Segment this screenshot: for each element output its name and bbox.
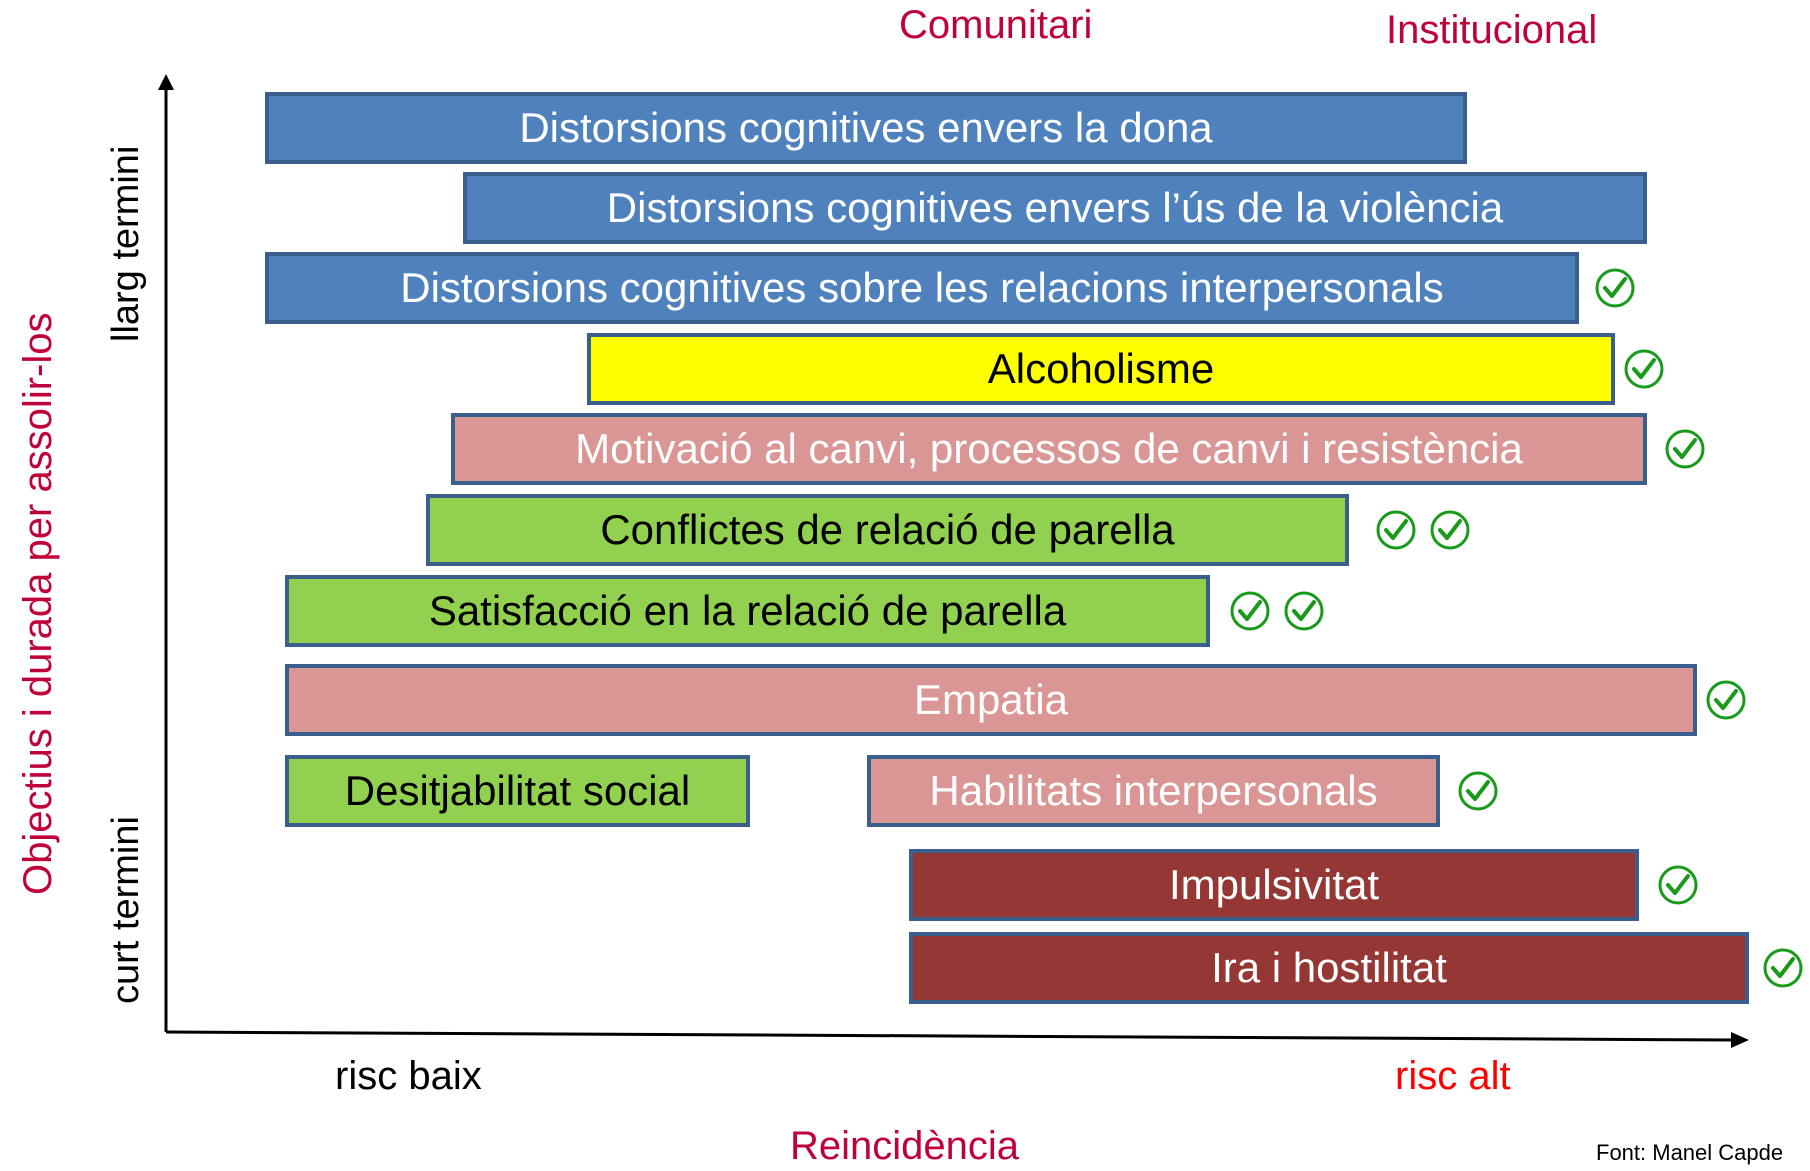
- bar-label: Distorsions cognitives envers l’ús de la…: [606, 184, 1504, 231]
- check-circle-icon: [1624, 349, 1664, 389]
- bar-label: Desitjabilitat social: [344, 767, 691, 814]
- y-axis-top-label: llarg termini: [105, 145, 147, 342]
- bar-4: Alcoholisme: [587, 333, 1615, 405]
- bar-label: Alcoholisme: [987, 345, 1215, 392]
- bar-7: Satisfacció en la relació de parella: [285, 575, 1210, 647]
- source-note: Font: Manel Capde: [1596, 1140, 1784, 1165]
- bar-label: Motivació al canvi, processos de canvi i…: [575, 425, 1523, 472]
- bar-6: Conflictes de relació de parella: [426, 494, 1349, 566]
- bar-label: Habilitats interpersonals: [929, 767, 1378, 814]
- check-circle-icon: [1430, 510, 1470, 550]
- y-axis-bottom-label: curt termini: [105, 816, 147, 1004]
- bar-label: Ira i hostilitat: [1211, 944, 1447, 991]
- bar-label: Empatia: [913, 676, 1069, 723]
- check-circle-icon: [1595, 268, 1635, 308]
- x-axis-line: [165, 1030, 1736, 1042]
- y-axis-title: Objectius i durada per assolir-los: [16, 312, 60, 895]
- header-comunitari: Comunitari: [899, 3, 1093, 47]
- bar-label: Satisfacció en la relació de parella: [428, 587, 1067, 634]
- bar-11: Impulsivitat: [909, 849, 1639, 921]
- check-circle-icon: [1284, 591, 1324, 631]
- bar-2: Distorsions cognitives envers l’ús de la…: [463, 172, 1647, 244]
- check-circle-icon: [1763, 948, 1803, 988]
- check-circle-icon: [1658, 865, 1698, 905]
- header-institucional: Institucional: [1386, 8, 1598, 52]
- bar-8: Empatia: [285, 664, 1697, 736]
- arrow-right-icon: [1731, 1032, 1749, 1048]
- bar-1: Distorsions cognitives envers la dona: [265, 92, 1467, 164]
- arrow-up-icon: [158, 74, 174, 90]
- bar-label: Distorsions cognitives sobre les relacio…: [400, 264, 1444, 311]
- check-circle-icon: [1665, 429, 1705, 469]
- bar-9: Desitjabilitat social: [285, 755, 750, 827]
- bar-label: Impulsivitat: [1168, 861, 1380, 908]
- bar-5: Motivació al canvi, processos de canvi i…: [451, 413, 1647, 485]
- bar-10: Habilitats interpersonals: [867, 755, 1440, 827]
- x-axis-high-label: risc alt: [1395, 1054, 1511, 1098]
- bar-12: Ira i hostilitat: [909, 932, 1749, 1004]
- x-axis-title: Reincidència: [790, 1124, 1020, 1168]
- bar-label: Conflictes de relació de parella: [600, 506, 1175, 553]
- check-circle-icon: [1230, 591, 1270, 631]
- x-axis-low-label: risc baix: [335, 1054, 482, 1098]
- check-circle-icon: [1706, 680, 1746, 720]
- check-circle-icon: [1458, 771, 1498, 811]
- bar-3: Distorsions cognitives sobre les relacio…: [265, 252, 1579, 324]
- bar-label: Distorsions cognitives envers la dona: [519, 104, 1213, 151]
- check-circle-icon: [1376, 510, 1416, 550]
